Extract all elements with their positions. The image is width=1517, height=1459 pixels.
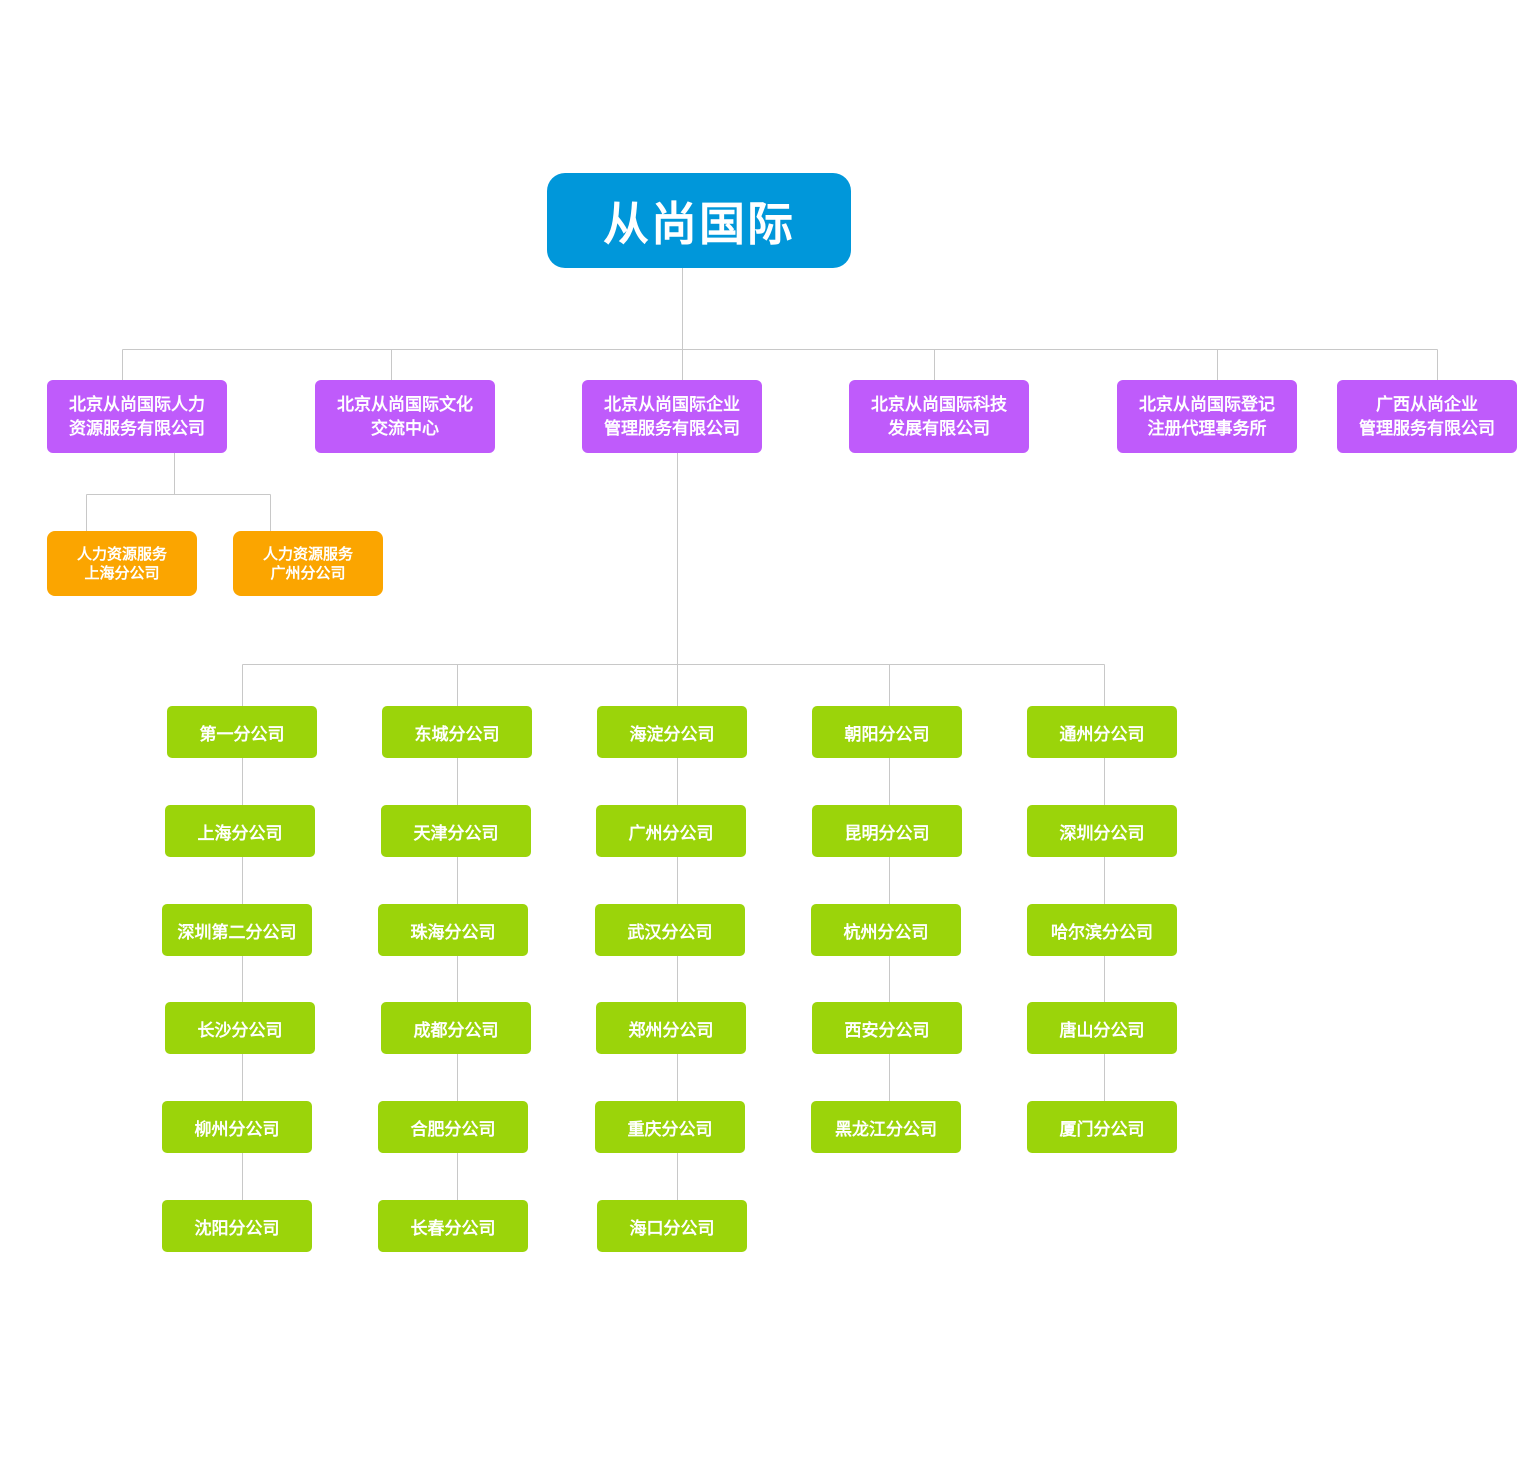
branch-label: 唐山分公司 xyxy=(1059,1020,1145,1041)
branch-node[interactable]: 杭州分公司 xyxy=(811,904,961,956)
node-label-line: 交流中心 xyxy=(371,418,439,439)
branch-node[interactable]: 第一分公司 xyxy=(167,706,317,758)
node-label-line: 北京从尚国际文化 xyxy=(337,394,473,415)
root-label: 从尚国际 xyxy=(603,196,795,251)
branch-node[interactable]: 厦门分公司 xyxy=(1027,1101,1177,1153)
branch-label: 黑龙江分公司 xyxy=(835,1119,937,1140)
branch-node[interactable]: 昆明分公司 xyxy=(812,805,962,857)
branch-label: 长沙分公司 xyxy=(197,1020,283,1041)
branch-node[interactable]: 海口分公司 xyxy=(597,1200,747,1252)
subsidiary-registration-agency[interactable]: 北京从尚国际登记 注册代理事务所 xyxy=(1117,380,1297,453)
branch-node[interactable]: 柳州分公司 xyxy=(162,1101,312,1153)
branch-node[interactable]: 东城分公司 xyxy=(382,706,532,758)
subsidiary-hr-services[interactable]: 北京从尚国际人力 资源服务有限公司 xyxy=(47,380,227,453)
branch-node[interactable]: 通州分公司 xyxy=(1027,706,1177,758)
branch-label: 珠海分公司 xyxy=(410,922,496,943)
branch-label: 成都分公司 xyxy=(413,1020,499,1041)
branch-label: 广州分公司 xyxy=(628,823,714,844)
node-label-line: 北京从尚国际企业 xyxy=(604,394,740,415)
node-label-line: 广西从尚企业 xyxy=(1376,394,1478,415)
node-label-line: 北京从尚国际登记 xyxy=(1139,394,1275,415)
branch-label: 昆明分公司 xyxy=(844,823,930,844)
subsidiary-enterprise-management[interactable]: 北京从尚国际企业 管理服务有限公司 xyxy=(582,380,762,453)
branch-label: 合肥分公司 xyxy=(410,1119,496,1140)
node-label-line: 管理服务有限公司 xyxy=(1359,418,1495,439)
branch-node[interactable]: 深圳第二分公司 xyxy=(162,904,312,956)
node-label-line: 人力资源服务 xyxy=(76,544,167,563)
branch-node[interactable]: 长春分公司 xyxy=(378,1200,528,1252)
branch-node[interactable]: 沈阳分公司 xyxy=(162,1200,312,1252)
branch-node[interactable]: 合肥分公司 xyxy=(378,1101,528,1153)
node-label-line: 管理服务有限公司 xyxy=(604,418,740,439)
branch-label: 重庆分公司 xyxy=(627,1119,713,1140)
node-label-line: 北京从尚国际人力 xyxy=(69,394,205,415)
branch-node[interactable]: 武汉分公司 xyxy=(595,904,745,956)
branch-node[interactable]: 广州分公司 xyxy=(596,805,746,857)
node-label-line: 注册代理事务所 xyxy=(1147,418,1267,439)
node-label-line: 人力资源服务 xyxy=(262,544,353,563)
branch-label: 海口分公司 xyxy=(629,1218,715,1239)
hr-branch-shanghai[interactable]: 人力资源服务 上海分公司 xyxy=(47,531,197,596)
branch-label: 哈尔滨分公司 xyxy=(1051,922,1153,943)
branch-node[interactable]: 长沙分公司 xyxy=(165,1002,315,1054)
branch-node[interactable]: 西安分公司 xyxy=(812,1002,962,1054)
root-node[interactable]: 从尚国际 xyxy=(547,173,851,268)
branch-node[interactable]: 黑龙江分公司 xyxy=(811,1101,961,1153)
branch-node[interactable]: 珠海分公司 xyxy=(378,904,528,956)
node-label-line: 北京从尚国际科技 xyxy=(871,394,1007,415)
branch-node[interactable]: 唐山分公司 xyxy=(1027,1002,1177,1054)
node-label-line: 发展有限公司 xyxy=(888,418,990,439)
subsidiary-guangxi-management[interactable]: 广西从尚企业 管理服务有限公司 xyxy=(1337,380,1517,453)
branch-label: 柳州分公司 xyxy=(194,1119,280,1140)
branch-label: 厦门分公司 xyxy=(1059,1119,1145,1140)
subsidiary-technology[interactable]: 北京从尚国际科技 发展有限公司 xyxy=(849,380,1029,453)
branch-node[interactable]: 哈尔滨分公司 xyxy=(1027,904,1177,956)
branch-node[interactable]: 成都分公司 xyxy=(381,1002,531,1054)
branch-node[interactable]: 上海分公司 xyxy=(165,805,315,857)
branch-label: 郑州分公司 xyxy=(628,1020,714,1041)
branch-label: 深圳第二分公司 xyxy=(177,922,297,943)
branch-label: 沈阳分公司 xyxy=(194,1218,280,1239)
branch-label: 武汉分公司 xyxy=(627,922,713,943)
branch-label: 西安分公司 xyxy=(844,1020,930,1041)
node-label-line: 资源服务有限公司 xyxy=(69,418,205,439)
branch-label: 深圳分公司 xyxy=(1059,823,1145,844)
branch-node[interactable]: 海淀分公司 xyxy=(597,706,747,758)
branch-node[interactable]: 郑州分公司 xyxy=(596,1002,746,1054)
branch-label: 海淀分公司 xyxy=(629,724,715,745)
branch-label: 上海分公司 xyxy=(197,823,283,844)
hr-branch-guangzhou[interactable]: 人力资源服务 广州分公司 xyxy=(233,531,383,596)
branch-node[interactable]: 深圳分公司 xyxy=(1027,805,1177,857)
branch-label: 东城分公司 xyxy=(414,724,500,745)
branch-node[interactable]: 天津分公司 xyxy=(381,805,531,857)
branch-label: 通州分公司 xyxy=(1059,724,1145,745)
node-label-line: 上海分公司 xyxy=(84,563,160,582)
node-label-line: 广州分公司 xyxy=(270,563,346,582)
subsidiary-culture-exchange[interactable]: 北京从尚国际文化 交流中心 xyxy=(315,380,495,453)
branch-label: 朝阳分公司 xyxy=(844,724,930,745)
branch-label: 第一分公司 xyxy=(199,724,285,745)
branch-label: 杭州分公司 xyxy=(843,922,929,943)
branch-node[interactable]: 重庆分公司 xyxy=(595,1101,745,1153)
branch-node[interactable]: 朝阳分公司 xyxy=(812,706,962,758)
branch-label: 天津分公司 xyxy=(413,823,499,844)
branch-label: 长春分公司 xyxy=(410,1218,496,1239)
